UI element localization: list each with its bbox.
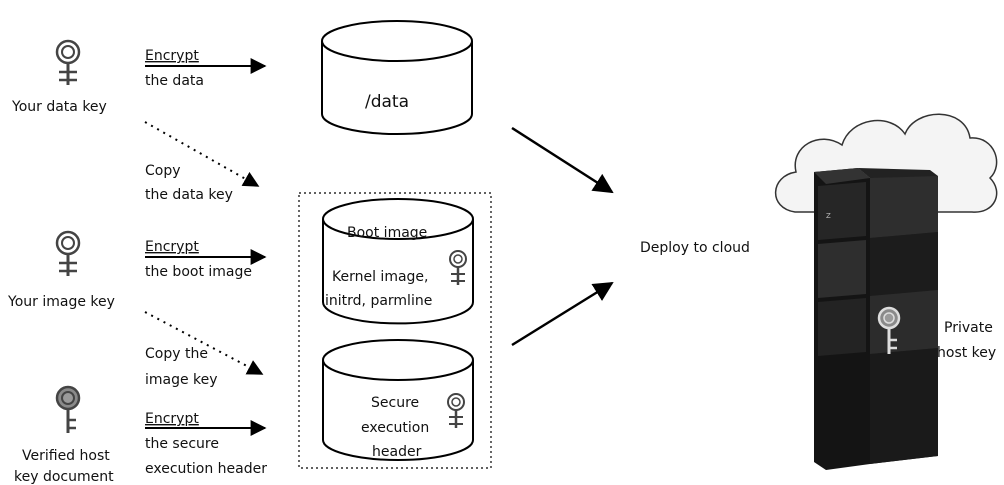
secure-image-container xyxy=(298,192,492,469)
secure-header-line2: execution xyxy=(361,420,429,436)
secure-header-key-icon xyxy=(447,393,465,428)
private-host-key-label-1: Private xyxy=(944,320,993,336)
encrypt-boot-label-2: the boot image xyxy=(145,264,252,280)
private-host-key-icon xyxy=(877,306,901,354)
boot-image-cylinder xyxy=(322,198,474,325)
copy-data-key-label-1: Copy xyxy=(145,163,181,179)
image-key-label: Your image key xyxy=(7,294,115,310)
host-key-doc-label-line2: key document xyxy=(14,469,114,485)
data-key-label: Your data key xyxy=(11,99,107,115)
secure-header-cylinder xyxy=(322,339,474,461)
boot-image-key-icon xyxy=(449,250,467,285)
secure-header-line1: Secure xyxy=(371,395,419,411)
private-host-key-label-2: host key xyxy=(937,345,996,361)
data-volume-label: /data xyxy=(365,92,409,112)
copy-data-key-arrow xyxy=(144,121,260,187)
copy-data-key-label-2: the data key xyxy=(145,187,233,203)
svg-text:Z: Z xyxy=(826,212,831,220)
boot-image-title: Boot image xyxy=(347,225,427,241)
encrypt-header-label-3: execution header xyxy=(145,461,267,477)
copy-image-key-label-2: image key xyxy=(145,372,218,388)
encrypt-boot-label-1: Encrypt xyxy=(145,239,199,255)
encrypt-data-label-1: Encrypt xyxy=(145,48,199,64)
deploy-arrow-top xyxy=(511,126,614,194)
data-key-icon xyxy=(55,39,81,85)
copy-image-key-arrow xyxy=(144,311,264,375)
boot-image-line1: Kernel image, xyxy=(332,269,429,285)
data-volume-cylinder xyxy=(321,20,473,135)
deploy-label: Deploy to cloud xyxy=(640,240,750,256)
host-key-doc-label-line1: Verified host xyxy=(22,448,110,464)
host-key-document-icon xyxy=(55,385,81,433)
image-key-icon xyxy=(55,230,81,276)
encrypt-header-label-2: the secure xyxy=(145,436,219,452)
copy-image-key-label-1: Copy the xyxy=(145,346,208,362)
server-rack-icon: Z xyxy=(814,168,938,470)
encrypt-data-label-2: the data xyxy=(145,73,204,89)
secure-header-line3: header xyxy=(372,444,422,460)
encrypt-header-label-1: Encrypt xyxy=(145,411,199,427)
deploy-arrow-bottom xyxy=(511,281,614,347)
boot-image-line2: initrd, parmline xyxy=(325,293,432,309)
